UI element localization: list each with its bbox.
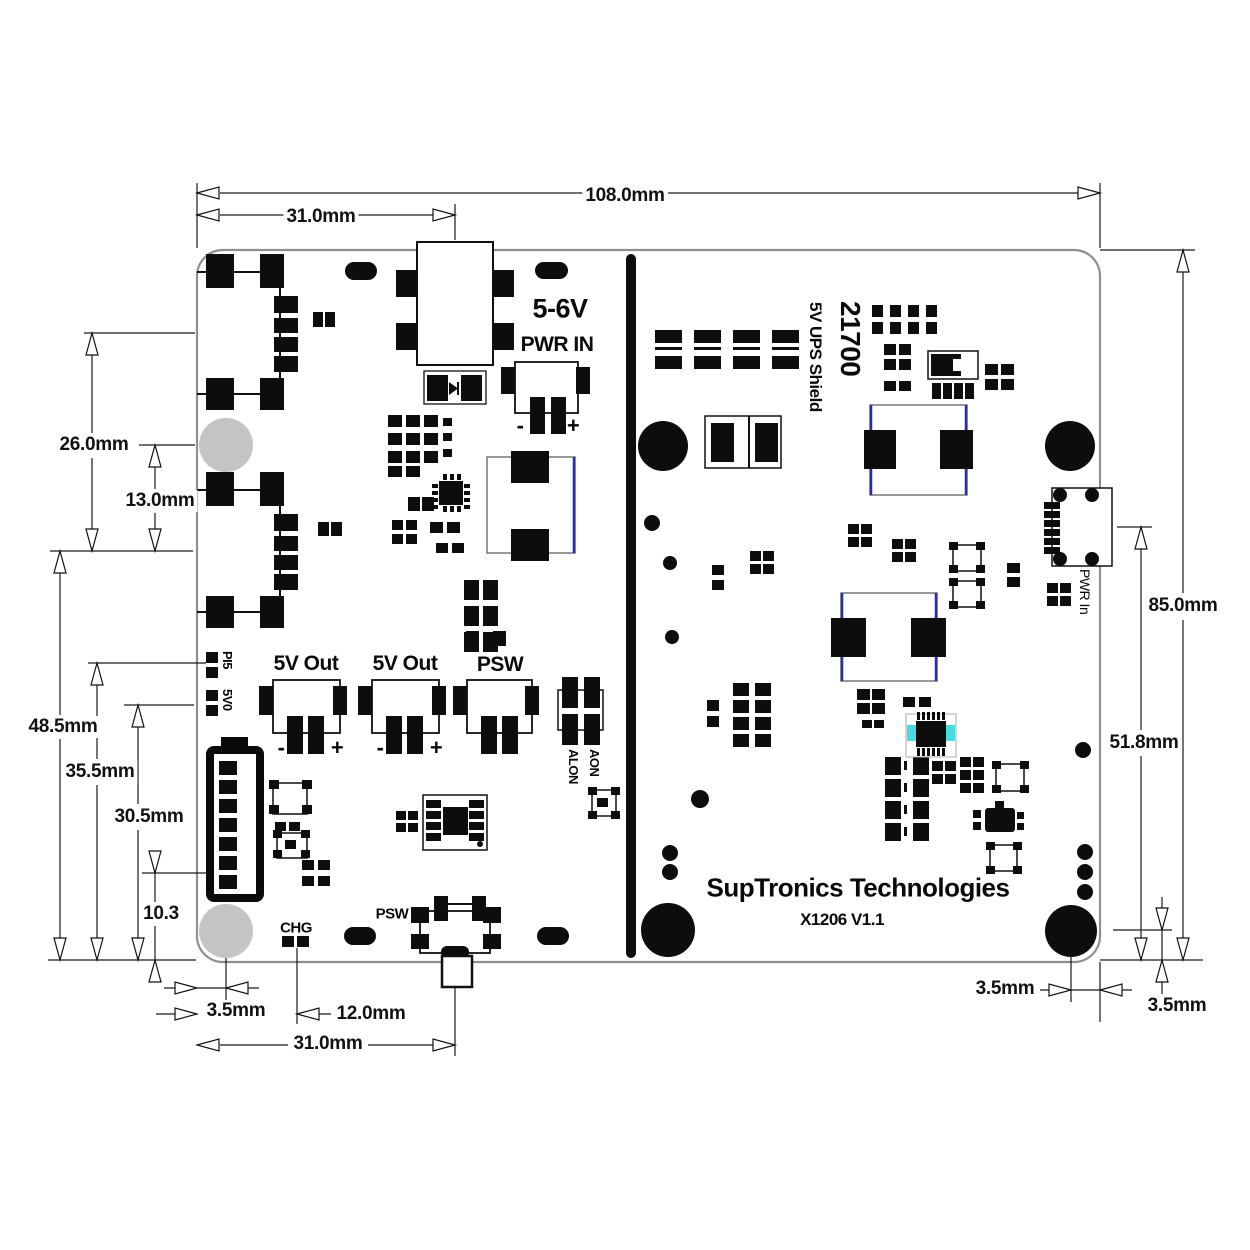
voltage-label: 5-6V xyxy=(532,293,588,324)
aon-jumper xyxy=(557,677,604,745)
pwr-in-right-label: PWR In xyxy=(1077,569,1093,615)
dim-board-height: 85.0mm xyxy=(1145,595,1221,617)
pwr-minus-label: - xyxy=(516,413,524,438)
out-b-plus: + xyxy=(429,735,443,760)
dim-hole-inset-x: 3.5mm xyxy=(972,978,1038,1000)
dim-hole-inset-y: 3.5mm xyxy=(1144,995,1210,1017)
mount-hole xyxy=(199,904,253,958)
inductor xyxy=(831,592,946,682)
battery-size-label: 21700 xyxy=(835,301,866,377)
diode-footprint xyxy=(423,370,487,405)
soic-ic xyxy=(396,794,488,851)
alon-label: ALON xyxy=(566,749,581,784)
chg-label: CHG xyxy=(280,919,312,937)
dimension-lines xyxy=(48,183,1203,1056)
diode-package xyxy=(704,415,782,469)
left-board-art xyxy=(197,241,620,989)
dim-usb-height: 51.8mm xyxy=(1106,732,1182,754)
company-label: SupTronics Technologies xyxy=(706,872,1010,903)
board-divider xyxy=(626,254,636,958)
model-version-label: X1206 V1.1 xyxy=(800,910,884,929)
passive-cluster xyxy=(269,780,330,886)
v5-0-label: 5V0 xyxy=(220,689,235,711)
out-b-minus: - xyxy=(376,735,384,760)
dim-hole-to-clip: 13.0mm xyxy=(122,490,198,512)
out-a-label: 5V Out xyxy=(273,652,339,675)
pwr-plus-label: + xyxy=(566,413,580,438)
fuel-gauge-ic xyxy=(905,712,957,758)
dim-jack-offset: 31.0mm xyxy=(283,206,359,228)
qfn-ic xyxy=(408,474,470,512)
dim-chg-offset: 12.0mm xyxy=(333,1003,409,1025)
out-b-label: 5V Out xyxy=(372,652,438,675)
power-jack xyxy=(416,241,494,366)
transistor xyxy=(973,801,1024,832)
battery-holder-connector xyxy=(206,737,264,902)
out-a-plus: + xyxy=(330,735,344,760)
dim-board-width: 108.0mm xyxy=(582,185,668,207)
dim-height-48: 48.5mm xyxy=(25,716,101,738)
dim-clip-spacing: 26.0mm xyxy=(56,434,132,456)
dim-hole-inset-left: 3.5mm xyxy=(203,1000,269,1022)
out-a-minus: - xyxy=(277,735,285,760)
mount-hole xyxy=(199,418,253,472)
chg-led xyxy=(282,936,309,947)
dim-height-35: 35.5mm xyxy=(62,761,138,783)
pwr-in-connector xyxy=(501,361,590,434)
dim-psw-offset: 31.0mm xyxy=(290,1033,366,1055)
shield-label: 5V UPS Shield xyxy=(806,302,825,412)
psw-switch xyxy=(411,896,501,989)
dim-height-10: 10.3 xyxy=(140,903,182,925)
right-board-art xyxy=(638,305,1113,957)
bracket-part xyxy=(588,787,620,819)
pwr-in-label: PWR IN xyxy=(520,333,594,356)
psw-bottom-label: PSW xyxy=(375,905,409,923)
micro-usb-connector xyxy=(1044,487,1113,606)
inductor xyxy=(864,404,973,496)
pi5-label: PI5 xyxy=(220,651,235,670)
inductor xyxy=(486,451,576,561)
psw-label: PSW xyxy=(476,653,524,676)
dim-height-30: 30.5mm xyxy=(111,806,187,828)
aon-label: AON xyxy=(587,749,602,777)
